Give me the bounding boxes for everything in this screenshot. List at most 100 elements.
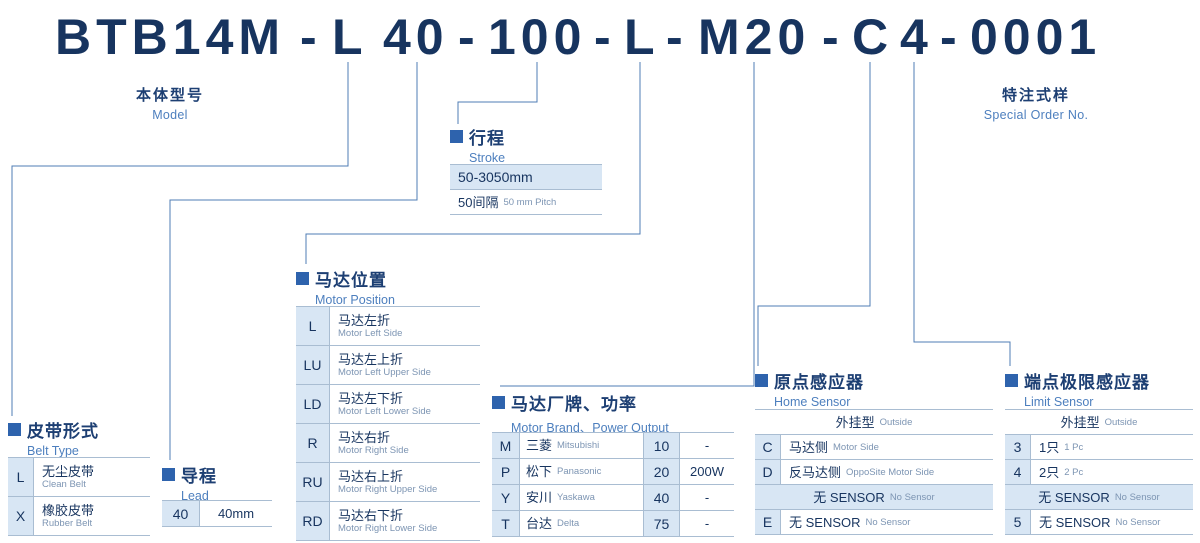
model-separator: - [458,9,480,65]
power-code-cell: 10 [644,433,680,458]
desc-en: 2 Pc [1064,466,1084,478]
desc-cell: 无尘皮带 Clean Belt [34,458,150,496]
model-segment-lead: 40 [383,9,449,65]
group-en: Outside [879,416,913,428]
brand-en: Mitsubishi [557,440,600,451]
code-cell: X [8,497,34,535]
code-cell: L [296,307,330,345]
table-row: C 马达侧 Motor Side [755,435,993,460]
table-row: 外挂型 Outside [755,410,993,435]
code-cell: 40 [162,501,200,526]
section-bullet-icon [1005,374,1018,387]
power-watt-cell: - [704,438,710,453]
desc-zh: 马达右上折 [338,469,404,484]
desc-zh: 马达左折 [338,313,391,328]
lead-title-zh-text: 导程 [181,467,217,486]
desc-cell: 橡胶皮带 Rubber Belt [34,497,150,535]
group-header-cell: 外挂型 Outside [755,410,993,434]
table-row: 无 SENSOR No Sensor [755,485,993,510]
desc-en: Motor Left Lower Side [338,406,431,417]
callout-line-home-sensor [757,62,871,366]
desc-en: Motor Left Side [338,328,403,339]
code-cell: T [492,511,520,536]
code-cell: 5 [1005,510,1031,534]
stroke-pitch-zh: 50间隔 [458,194,499,210]
desc-en: Motor Left Upper Side [338,367,431,378]
power-code-cell: 75 [644,511,680,536]
section-bullet-icon [755,374,768,387]
section-bullet-icon [450,130,463,143]
section-bullet-icon [296,272,309,285]
table-row: 40 40mm [162,501,272,527]
limit-sensor-title-zh: 端点极限感应器 [1005,368,1150,393]
model-segment-belt-type: L [332,9,368,65]
table-row: 50间隔 50 mm Pitch [450,190,602,215]
motor-brand-title-zh-text: 马达厂牌、功率 [511,395,637,414]
code-cell: M [492,433,520,458]
stroke-pitch-en: 50 mm Pitch [503,196,557,208]
no-sensor-header-cell: 无 SENSOR No Sensor [755,485,993,509]
stroke-title-zh-text: 行程 [469,129,505,148]
code-cell: LD [296,385,330,423]
table-row: D 反马达侧 OppoSite Motor Side [755,460,993,485]
limit-sensor-table: 外挂型 Outside 3 1只 1 Pc 4 2只 2 Pc 无 SENSOR… [1005,409,1193,535]
model-label-zh: 本体型号 [135,87,204,104]
special-order-label-zh: 特注式样 [1001,87,1070,104]
no-sensor-zh: 无 SENSOR [1038,489,1110,505]
table-row: P 松下 Panasonic 20 200W [492,459,734,485]
home-sensor-table: 外挂型 Outside C 马达侧 Motor Side D 反马达侧 Oppo… [755,409,993,535]
desc-en: Motor Right Lower Side [338,523,438,534]
model-segment-special-order: 0001 [970,9,1102,65]
desc-en: Motor Side [833,441,879,453]
model-segment-motor-position: L [624,9,660,65]
brand-en: Panasonic [557,466,602,477]
belt-type-title-zh: 皮带形式 [8,417,99,442]
home-sensor-title-en: Home Sensor [774,395,851,409]
desc-zh: 马达右下折 [338,508,404,523]
desc-zh: 马达左下折 [338,391,404,406]
motor-brand-title-zh: 马达厂牌、功率 [492,390,669,415]
section-bullet-icon [8,423,21,436]
brand-cell: 台达 Delta [520,511,644,536]
lead-value-cell: 40mm [217,506,255,521]
motor-position-section-title: 马达位置 Motor Position [296,266,395,307]
model-separator: - [594,9,616,65]
code-cell: Y [492,485,520,510]
table-row: 3 1只 1 Pc [1005,435,1193,460]
lead-title-en: Lead [181,489,209,503]
lead-table: 40 40mm [162,500,272,527]
no-sensor-header-cell: 无 SENSOR No Sensor [1005,485,1193,509]
desc-cell: 马达右下折 Motor Right Lower Side [330,502,480,540]
table-row: 外挂型 Outside [1005,410,1193,435]
power-code-cell: 20 [644,459,680,484]
stroke-table: 50-3050mm 50间隔 50 mm Pitch [450,164,602,215]
desc-en: Motor Right Side [338,445,409,456]
desc-zh: 无 SENSOR [789,514,861,530]
desc-en: OppoSite Motor Side [846,466,935,478]
stroke-section-title: 行程 Stroke [450,124,505,165]
belt-type-title-zh-text: 皮带形式 [27,422,99,441]
model-separator: - [822,9,844,65]
group-zh: 外挂型 [1060,414,1100,430]
code-cell: C [755,435,781,459]
table-row: L 无尘皮带 Clean Belt [8,458,150,497]
desc-en: No Sensor [1115,516,1161,528]
desc-en: Rubber Belt [42,518,93,529]
table-row: T 台达 Delta 75 - [492,511,734,537]
code-cell: P [492,459,520,484]
no-sensor-en: No Sensor [889,491,935,503]
desc-cell: 1只 1 Pc [1031,435,1193,459]
home-sensor-title-zh-text: 原点感应器 [774,373,864,392]
model-segment-home-sensor: C [852,9,894,65]
stroke-range-value: 50-3050mm [458,169,533,185]
desc-cell: 马达左上折 Motor Left Upper Side [330,346,480,384]
callout-line-motor-brand [500,62,755,387]
desc-zh: 无尘皮带 [42,464,95,479]
table-row: R 马达右折 Motor Right Side [296,424,480,463]
desc-cell: 无 SENSOR No Sensor [781,510,993,534]
desc-zh: 1只 [1039,439,1060,455]
power-watt-cell: - [704,490,710,505]
table-row: 无 SENSOR No Sensor [1005,485,1193,510]
special-order-label: 特注式样 Special Order No. [941,84,1131,122]
